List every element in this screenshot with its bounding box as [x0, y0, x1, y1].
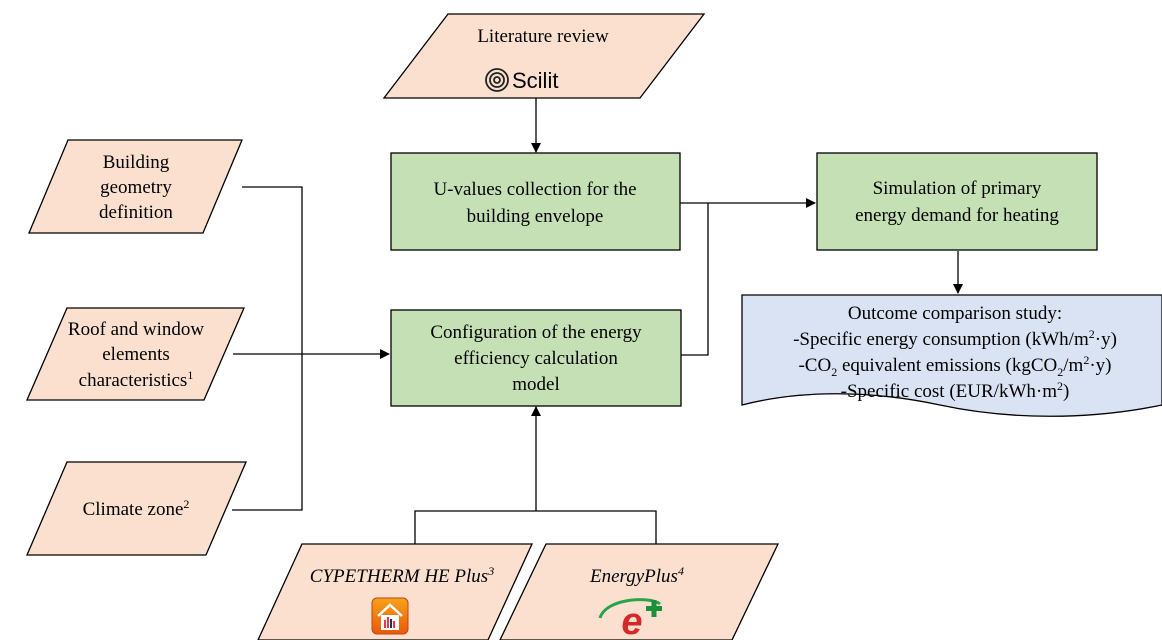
roof-window-line-3: characteristics1 [79, 368, 194, 391]
outcome-document-shape [741, 294, 1162, 417]
energyplus-shape [499, 543, 780, 640]
building-geometry-shape [28, 139, 243, 234]
building-geometry-node: Building geometry definition [28, 139, 243, 234]
roof-window-shape [26, 307, 245, 401]
building-geometry-line-2: geometry [100, 177, 172, 198]
outcome-line-3: -Specific cost (EUR/kWh·m2) [841, 379, 1070, 402]
building-geometry-line-3: definition [99, 202, 173, 223]
uvalues-line-1: U-values collection for the [433, 179, 636, 200]
outcome-line-2: -CO2 equivalent emissions (kgCO2/m2·y) [798, 353, 1111, 379]
scilit-logo-icon [485, 68, 509, 92]
outcome-title: Outcome comparison study: [848, 303, 1062, 324]
building-geometry-line-1: Building [103, 152, 170, 173]
cypetherm-node: CYPETHERM HE Plus3 [257, 543, 534, 640]
climate-zone-label: Climate zone2 [83, 497, 190, 520]
literature-review-title: Literature review [477, 26, 609, 47]
line-geometry-branch [232, 186, 303, 511]
configuration-shape [390, 309, 682, 407]
connectors [232, 98, 963, 558]
uvalues-shape [390, 152, 681, 251]
simulation-line-1: Simulation of primary [873, 178, 1042, 199]
simulation-line-2: energy demand for heating [855, 205, 1059, 226]
literature-review-shape [382, 13, 706, 99]
roof-window-line-2: elements [102, 344, 170, 365]
literature-review-node: Literature review Scilit [382, 13, 706, 99]
uvalues-line-2: building envelope [467, 206, 604, 227]
scilit-logo-text: Scilit [512, 68, 558, 93]
configuration-node: Configuration of the energy efficiency c… [390, 309, 682, 407]
svg-text:e: e [621, 601, 642, 640]
roof-window-line-1: Roof and window [68, 319, 204, 340]
cypetherm-label: CYPETHERM HE Plus3 [310, 564, 494, 587]
roof-window-node: Roof and window elements characteristics… [26, 307, 245, 401]
outcome-line-1: -Specific energy consumption (kWh/m2·y) [793, 327, 1117, 350]
cypetherm-app-icon [371, 597, 409, 635]
energyplus-logo-icon: e [598, 598, 662, 640]
energyplus-node: EnergyPlus4 e [499, 543, 780, 640]
outcome-node: Outcome comparison study: -Specific ener… [741, 294, 1162, 417]
configuration-line-1: Configuration of the energy [430, 322, 642, 343]
configuration-line-2: efficiency calculation [454, 348, 618, 369]
configuration-line-3: model [512, 374, 560, 395]
simulation-node: Simulation of primary energy demand for … [816, 152, 1098, 251]
climate-zone-shape [26, 461, 247, 556]
line-software-branch [414, 510, 657, 558]
energyplus-label: EnergyPlus4 [589, 564, 684, 587]
uvalues-node: U-values collection for the building env… [390, 152, 681, 251]
climate-zone-node: Climate zone2 [26, 461, 247, 556]
simulation-shape [816, 152, 1098, 251]
cypetherm-shape [257, 543, 534, 640]
line-configuration-to-simulation [681, 203, 709, 356]
